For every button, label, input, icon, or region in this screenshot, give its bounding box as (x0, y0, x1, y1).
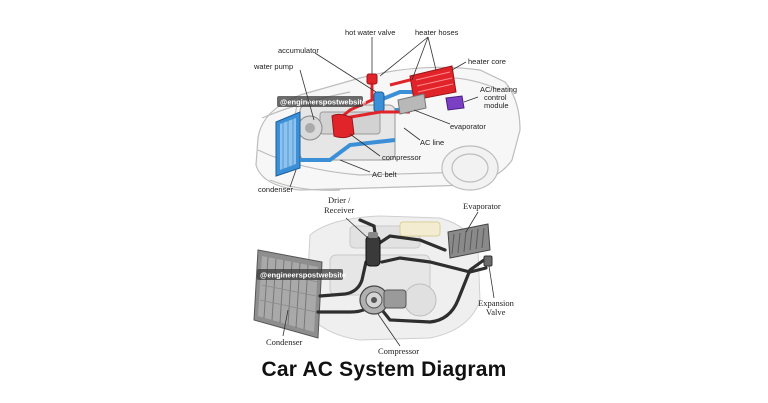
label-condenser-top: condenser (258, 185, 294, 194)
label-expansion-1: Expansion (478, 298, 515, 308)
label-condenser-bottom: Condenser (266, 337, 303, 347)
heater-core-fins (415, 71, 454, 93)
bottom-watermark: @engineerspostwebsite (260, 271, 346, 280)
evaporator-gray (447, 223, 491, 259)
top-watermark: @engineerspostwebsite (280, 98, 366, 107)
bottom-leader-lines (282, 211, 495, 347)
ac-heating-module (445, 95, 465, 111)
bottom-diagram: @engineerspostwebsite Drier / Receiver E… (253, 195, 515, 356)
label-accumulator: accumulator (278, 46, 319, 55)
label-ac-line: AC line (420, 138, 444, 147)
label-ac-belt: AC belt (372, 170, 398, 179)
label-expansion-2: Valve (486, 307, 506, 317)
label-compressor-bottom: Compressor (378, 346, 419, 356)
label-evaporator: evaporator (450, 122, 486, 131)
compressor-gray (359, 285, 407, 315)
accumulator (373, 91, 385, 113)
bottom-watermark-bg (257, 269, 343, 280)
condenser-unit (275, 111, 301, 177)
label-hot-water-valve: hot water valve (345, 28, 395, 37)
label-compressor-top: compressor (382, 153, 422, 162)
label-drier-1: Drier / (328, 195, 351, 205)
label-heater-core: heater core (468, 57, 506, 66)
compressor-body (331, 113, 355, 139)
top-leader-lines (289, 36, 479, 188)
label-ac-heating-2: control (484, 93, 507, 102)
label-water-pump: water pump (253, 62, 293, 71)
label-drier-2: Receiver (324, 205, 354, 215)
label-ac-heating-1: AC/heating (480, 85, 517, 94)
top-diagram: @engineerspostwebsite hot water valve he… (253, 28, 521, 194)
top-watermark-bg (277, 96, 363, 107)
label-evaporator-bottom: Evaporator (463, 201, 501, 211)
diagram-title: Car AC System Diagram (261, 358, 507, 381)
expansion-valve (483, 255, 493, 267)
label-heater-hoses: heater hoses (415, 28, 459, 37)
condenser-gray (253, 249, 323, 339)
label-ac-heating-3: module (484, 101, 509, 110)
evaporator-core (397, 93, 427, 115)
hot-water-valve (366, 73, 378, 85)
drier-receiver (365, 232, 381, 267)
